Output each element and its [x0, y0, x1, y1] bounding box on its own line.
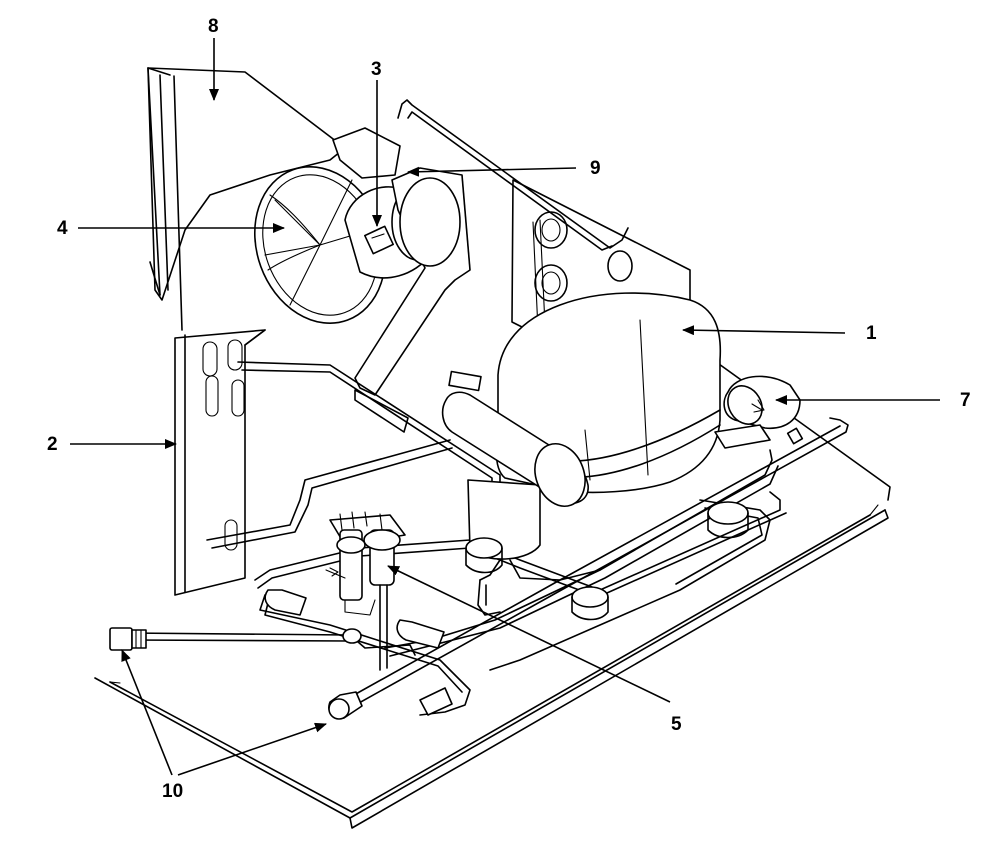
leader-5: [387, 565, 671, 703]
callout-8: 8: [208, 16, 219, 37]
leader-1: [682, 325, 846, 336]
shroud-side-panel: [174, 329, 266, 596]
fan-bracket: [354, 167, 471, 433]
top-tube-loop: [397, 99, 629, 331]
compressor: [441, 292, 749, 621]
accumulator-tube: [264, 589, 453, 716]
callout-7: 7: [960, 390, 971, 411]
callout-9: 9: [590, 158, 601, 179]
callout-5: 5: [671, 714, 682, 735]
callout-leaders: [70, 38, 940, 776]
filter-drier: [714, 375, 804, 449]
callout-1: 1: [866, 323, 877, 344]
leader-10a: [121, 649, 173, 776]
leader-9: [407, 166, 577, 177]
callout-2: 2: [47, 434, 58, 455]
callout-4: 4: [57, 218, 68, 239]
base-pan: [94, 317, 891, 829]
service-fittings: [109, 627, 363, 720]
condenser-coil: [147, 67, 401, 331]
callout-10: 10: [162, 781, 183, 802]
callout-labels: 1 2 3 4 5 7 8 9 10: [47, 16, 971, 802]
leader-10b: [177, 722, 327, 776]
callout-3: 3: [371, 59, 382, 80]
